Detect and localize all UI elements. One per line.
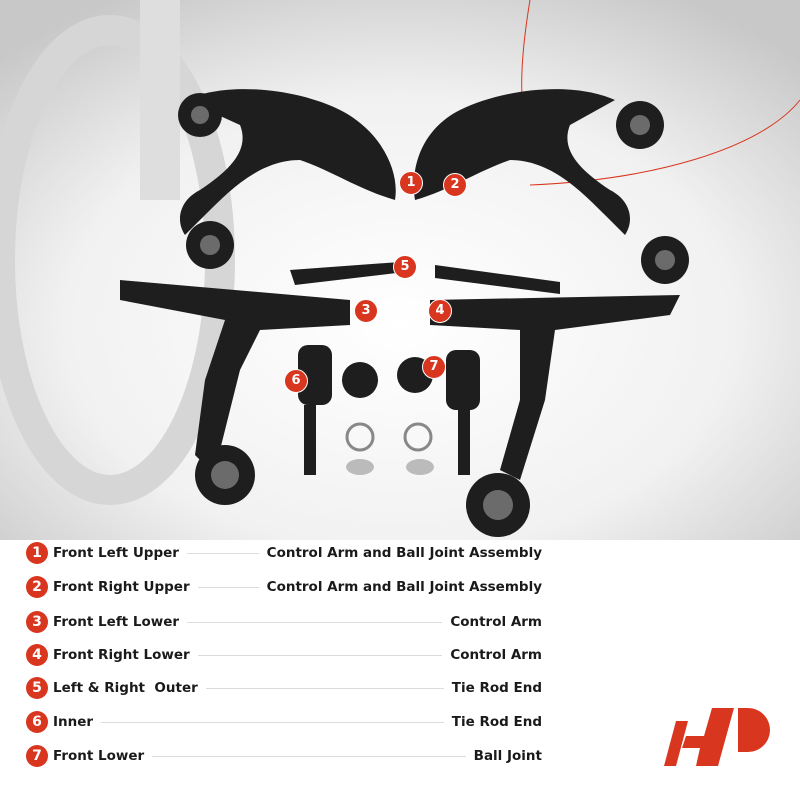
number-badge: 4 — [26, 644, 48, 666]
number-badge: 2 — [26, 576, 48, 598]
legend-desc: Tie Rod End — [451, 680, 542, 696]
product-photo — [0, 0, 800, 540]
marker-2: 2 — [443, 173, 467, 197]
legend-row: 2 Front Right Upper Control Arm and Ball J… — [26, 575, 542, 599]
divider — [205, 687, 444, 689]
legend-label: Left & Right Outer — [53, 680, 198, 696]
legend-label: Front Right Upper — [53, 579, 190, 595]
marker-5: 5 — [393, 255, 417, 279]
legend-desc: Control Arm — [450, 614, 542, 630]
legend-label: Inner — [53, 714, 94, 730]
legend-desc: Control Arm and Ball Joint Assembly — [266, 545, 542, 561]
legend-desc: Control Arm — [450, 647, 542, 663]
marker-7: 7 — [422, 355, 446, 379]
legend-row: 3 Front Left Lower Control Arm — [26, 610, 542, 634]
divider — [187, 621, 443, 623]
legend-row: 4 Front Right Lower Control Arm — [26, 643, 542, 667]
number-badge: 5 — [26, 677, 48, 699]
divider — [197, 654, 443, 656]
legend-desc: Ball Joint — [473, 748, 542, 764]
marker-3: 3 — [354, 299, 378, 323]
legend-label: Front Left Lower — [53, 614, 180, 630]
divider — [152, 755, 466, 757]
divider — [186, 552, 259, 554]
divider — [197, 586, 259, 588]
legend-row: 6 Inner Tie Rod End — [26, 710, 542, 734]
number-badge: 1 — [26, 542, 48, 564]
number-badge: 3 — [26, 611, 48, 633]
number-badge: 7 — [26, 745, 48, 767]
legend-desc: Tie Rod End — [451, 714, 542, 730]
marker-6: 6 — [284, 369, 308, 393]
legend-desc: Control Arm and Ball Joint Assembly — [266, 579, 542, 595]
legend-label: Front Lower — [53, 748, 145, 764]
legend-label: Front Left Upper — [53, 545, 179, 561]
divider — [101, 721, 444, 723]
marker-4: 4 — [428, 299, 452, 323]
legend-row: 1 Front Left Upper Control Arm and Ball Jo… — [26, 541, 542, 565]
number-badge: 6 — [26, 711, 48, 733]
legend-row: 5 Left & Right Outer Tie Rod End — [26, 676, 542, 700]
brand-logo — [664, 708, 770, 766]
legend-label: Front Right Lower — [53, 647, 190, 663]
marker-1: 1 — [399, 171, 423, 195]
legend-row: 7 Front Lower Ball Joint — [26, 744, 542, 768]
